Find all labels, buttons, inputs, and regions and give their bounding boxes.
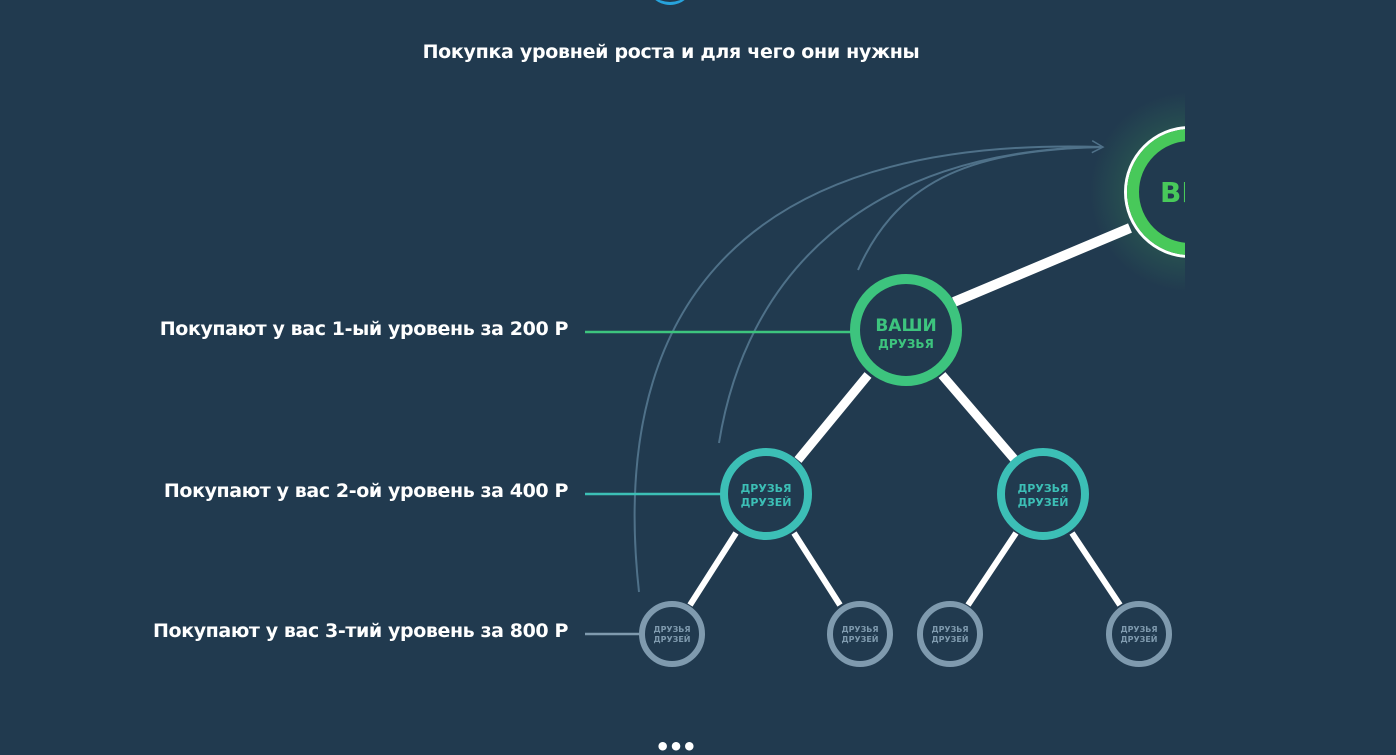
fof-node-left-line2: ДРУЗЕЙ bbox=[741, 496, 792, 509]
edge-friends-fof-left bbox=[794, 372, 872, 463]
tree-edges bbox=[687, 223, 1132, 607]
friends-node: ВАШИ ДРУЗЬЯ bbox=[850, 274, 962, 386]
level3-node-4-line1: ДРУЗЬЯ bbox=[1120, 625, 1157, 634]
edge-fof-right-l3-3 bbox=[965, 531, 1019, 607]
edge-fof-left-l3-1 bbox=[687, 531, 739, 607]
commission-arrows bbox=[633, 140, 1105, 593]
fof-node-right-line2: ДРУЗЕЙ bbox=[1018, 496, 1069, 509]
level3-node-2-line1: ДРУЗЬЯ bbox=[841, 625, 878, 634]
level3-node-2: ДРУЗЬЯ ДРУЗЕЙ bbox=[827, 601, 893, 667]
level3-node-2-line2: ДРУЗЕЙ bbox=[842, 633, 879, 644]
level-1-label: Покупают у вас 1-ый уровень за 200 Р bbox=[159, 318, 569, 340]
level3-node-1-line1: ДРУЗЬЯ bbox=[653, 625, 690, 634]
you-node-label: ВЫ bbox=[1160, 176, 1210, 209]
level3-node-4: ДРУЗЬЯ ДРУЗЕЙ bbox=[1106, 601, 1172, 667]
more-indicator[interactable]: ••• bbox=[655, 733, 697, 755]
fof-node-right-line1: ДРУЗЬЯ bbox=[1017, 482, 1068, 495]
edge-fof-left-l3-2 bbox=[791, 531, 843, 607]
level3-node-1: ДРУЗЬЯ ДРУЗЕЙ bbox=[639, 601, 705, 667]
friends-node-line2: ДРУЗЬЯ bbox=[878, 337, 934, 351]
level3-node-3: ДРУЗЬЯ ДРУЗЕЙ bbox=[917, 601, 983, 667]
fof-node-left: ДРУЗЬЯ ДРУЗЕЙ bbox=[720, 448, 812, 540]
level3-node-3-line2: ДРУЗЕЙ bbox=[932, 633, 969, 644]
arrow-from-level-1 bbox=[857, 146, 1103, 271]
edge-you-friends bbox=[952, 223, 1132, 307]
page-title: Покупка уровней роста и для чего они нуж… bbox=[422, 41, 920, 63]
fof-node-right: ДРУЗЬЯ ДРУЗЕЙ bbox=[997, 448, 1089, 540]
top-accent-arc bbox=[646, 0, 694, 5]
level3-node-1-line2: ДРУЗЕЙ bbox=[654, 633, 691, 644]
level-2-label: Покупают у вас 2-ой уровень за 400 Р bbox=[163, 480, 568, 502]
level-3-label: Покупают у вас 3-тий уровень за 800 Р bbox=[153, 620, 568, 642]
arrow-from-level-3 bbox=[633, 140, 1105, 593]
level3-node-3-line1: ДРУЗЬЯ bbox=[931, 625, 968, 634]
edge-friends-fof-right bbox=[938, 372, 1019, 463]
friends-node-line1: ВАШИ bbox=[875, 316, 936, 336]
you-node-glow bbox=[1090, 92, 1185, 292]
you-node: ВЫ bbox=[1124, 126, 1210, 258]
level3-node-4-line2: ДРУЗЕЙ bbox=[1121, 633, 1158, 644]
fof-node-left-line1: ДРУЗЬЯ bbox=[740, 482, 791, 495]
edge-fof-right-l3-4 bbox=[1069, 531, 1123, 607]
